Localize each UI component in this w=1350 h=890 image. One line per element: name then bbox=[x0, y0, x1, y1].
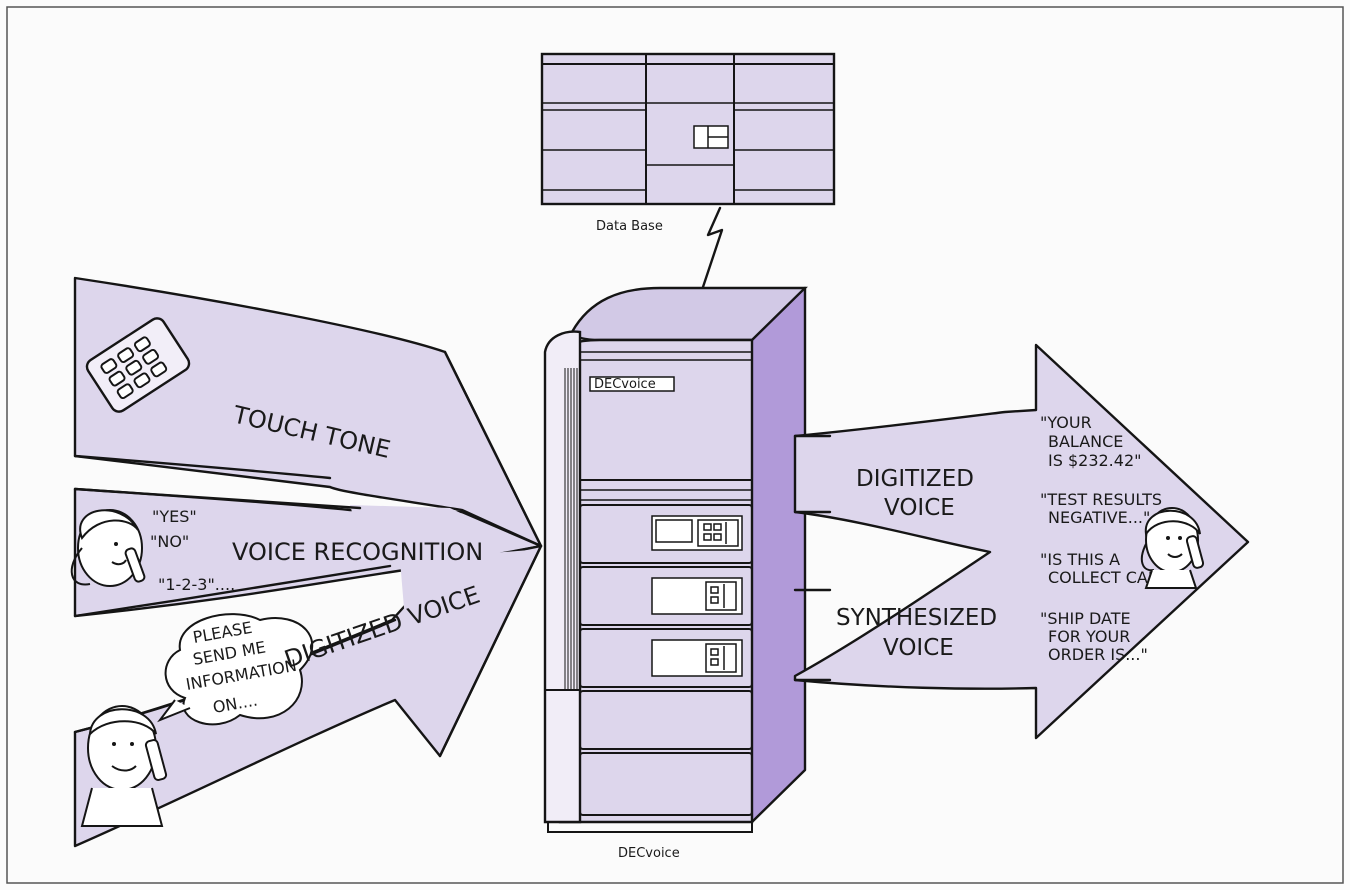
database-label: Data Base bbox=[596, 219, 663, 234]
svg-text:"YOUR: "YOUR bbox=[1040, 413, 1092, 432]
decvoice-label: DECvoice bbox=[618, 846, 680, 861]
svg-text:BALANCE: BALANCE bbox=[1048, 432, 1123, 451]
speech-bubble: PLEASE SEND ME INFORMATION ON.... bbox=[157, 613, 314, 726]
message-balance: "YOUR BALANCE IS $232.42" bbox=[1040, 413, 1141, 470]
message-ship-date: "SHIP DATE FOR YOUR ORDER IS..." bbox=[1040, 609, 1148, 664]
svg-text:NEGATIVE...": NEGATIVE..." bbox=[1048, 508, 1150, 527]
output-arrow bbox=[793, 343, 1250, 740]
svg-text:FOR YOUR: FOR YOUR bbox=[1048, 627, 1130, 646]
voice-module-2 bbox=[651, 577, 743, 615]
woman-phone-icon bbox=[70, 509, 146, 587]
input-label-voice-recognition: VOICE RECOGNITION bbox=[232, 538, 483, 566]
svg-text:"SHIP DATE: "SHIP DATE bbox=[1040, 609, 1131, 628]
listener-woman-phone-icon bbox=[1140, 507, 1205, 589]
output-label-1a: DIGITIZED bbox=[856, 466, 974, 492]
decvoice-cabinet: DECvoice bbox=[543, 286, 808, 833]
output-label-2b: VOICE bbox=[883, 635, 954, 661]
utterance-numbers: "1-2-3".... bbox=[158, 575, 235, 594]
keypad-icon bbox=[85, 317, 191, 413]
man-phone-icon bbox=[80, 705, 168, 827]
input-arrow bbox=[73, 276, 543, 848]
database-cabinet bbox=[540, 52, 836, 206]
output-label-2a: SYNTHESIZED bbox=[836, 605, 997, 631]
utterance-yes: "YES" bbox=[152, 507, 197, 526]
voice-module-1 bbox=[651, 515, 743, 551]
database-link bbox=[700, 206, 724, 292]
voice-module-3 bbox=[651, 639, 743, 677]
diagram-frame bbox=[6, 6, 1344, 884]
svg-text:ORDER IS...": ORDER IS..." bbox=[1048, 645, 1148, 664]
svg-text:"TEST RESULTS: "TEST RESULTS bbox=[1040, 490, 1162, 509]
utterance-no: "NO" bbox=[150, 532, 189, 551]
output-label-1b: VOICE bbox=[884, 495, 955, 521]
cabinet-badge: DECvoice bbox=[594, 377, 656, 392]
svg-text:IS $232.42": IS $232.42" bbox=[1048, 451, 1141, 470]
message-test-results: "TEST RESULTS NEGATIVE..." bbox=[1040, 490, 1162, 527]
svg-text:"IS THIS A: "IS THIS A bbox=[1040, 550, 1120, 569]
